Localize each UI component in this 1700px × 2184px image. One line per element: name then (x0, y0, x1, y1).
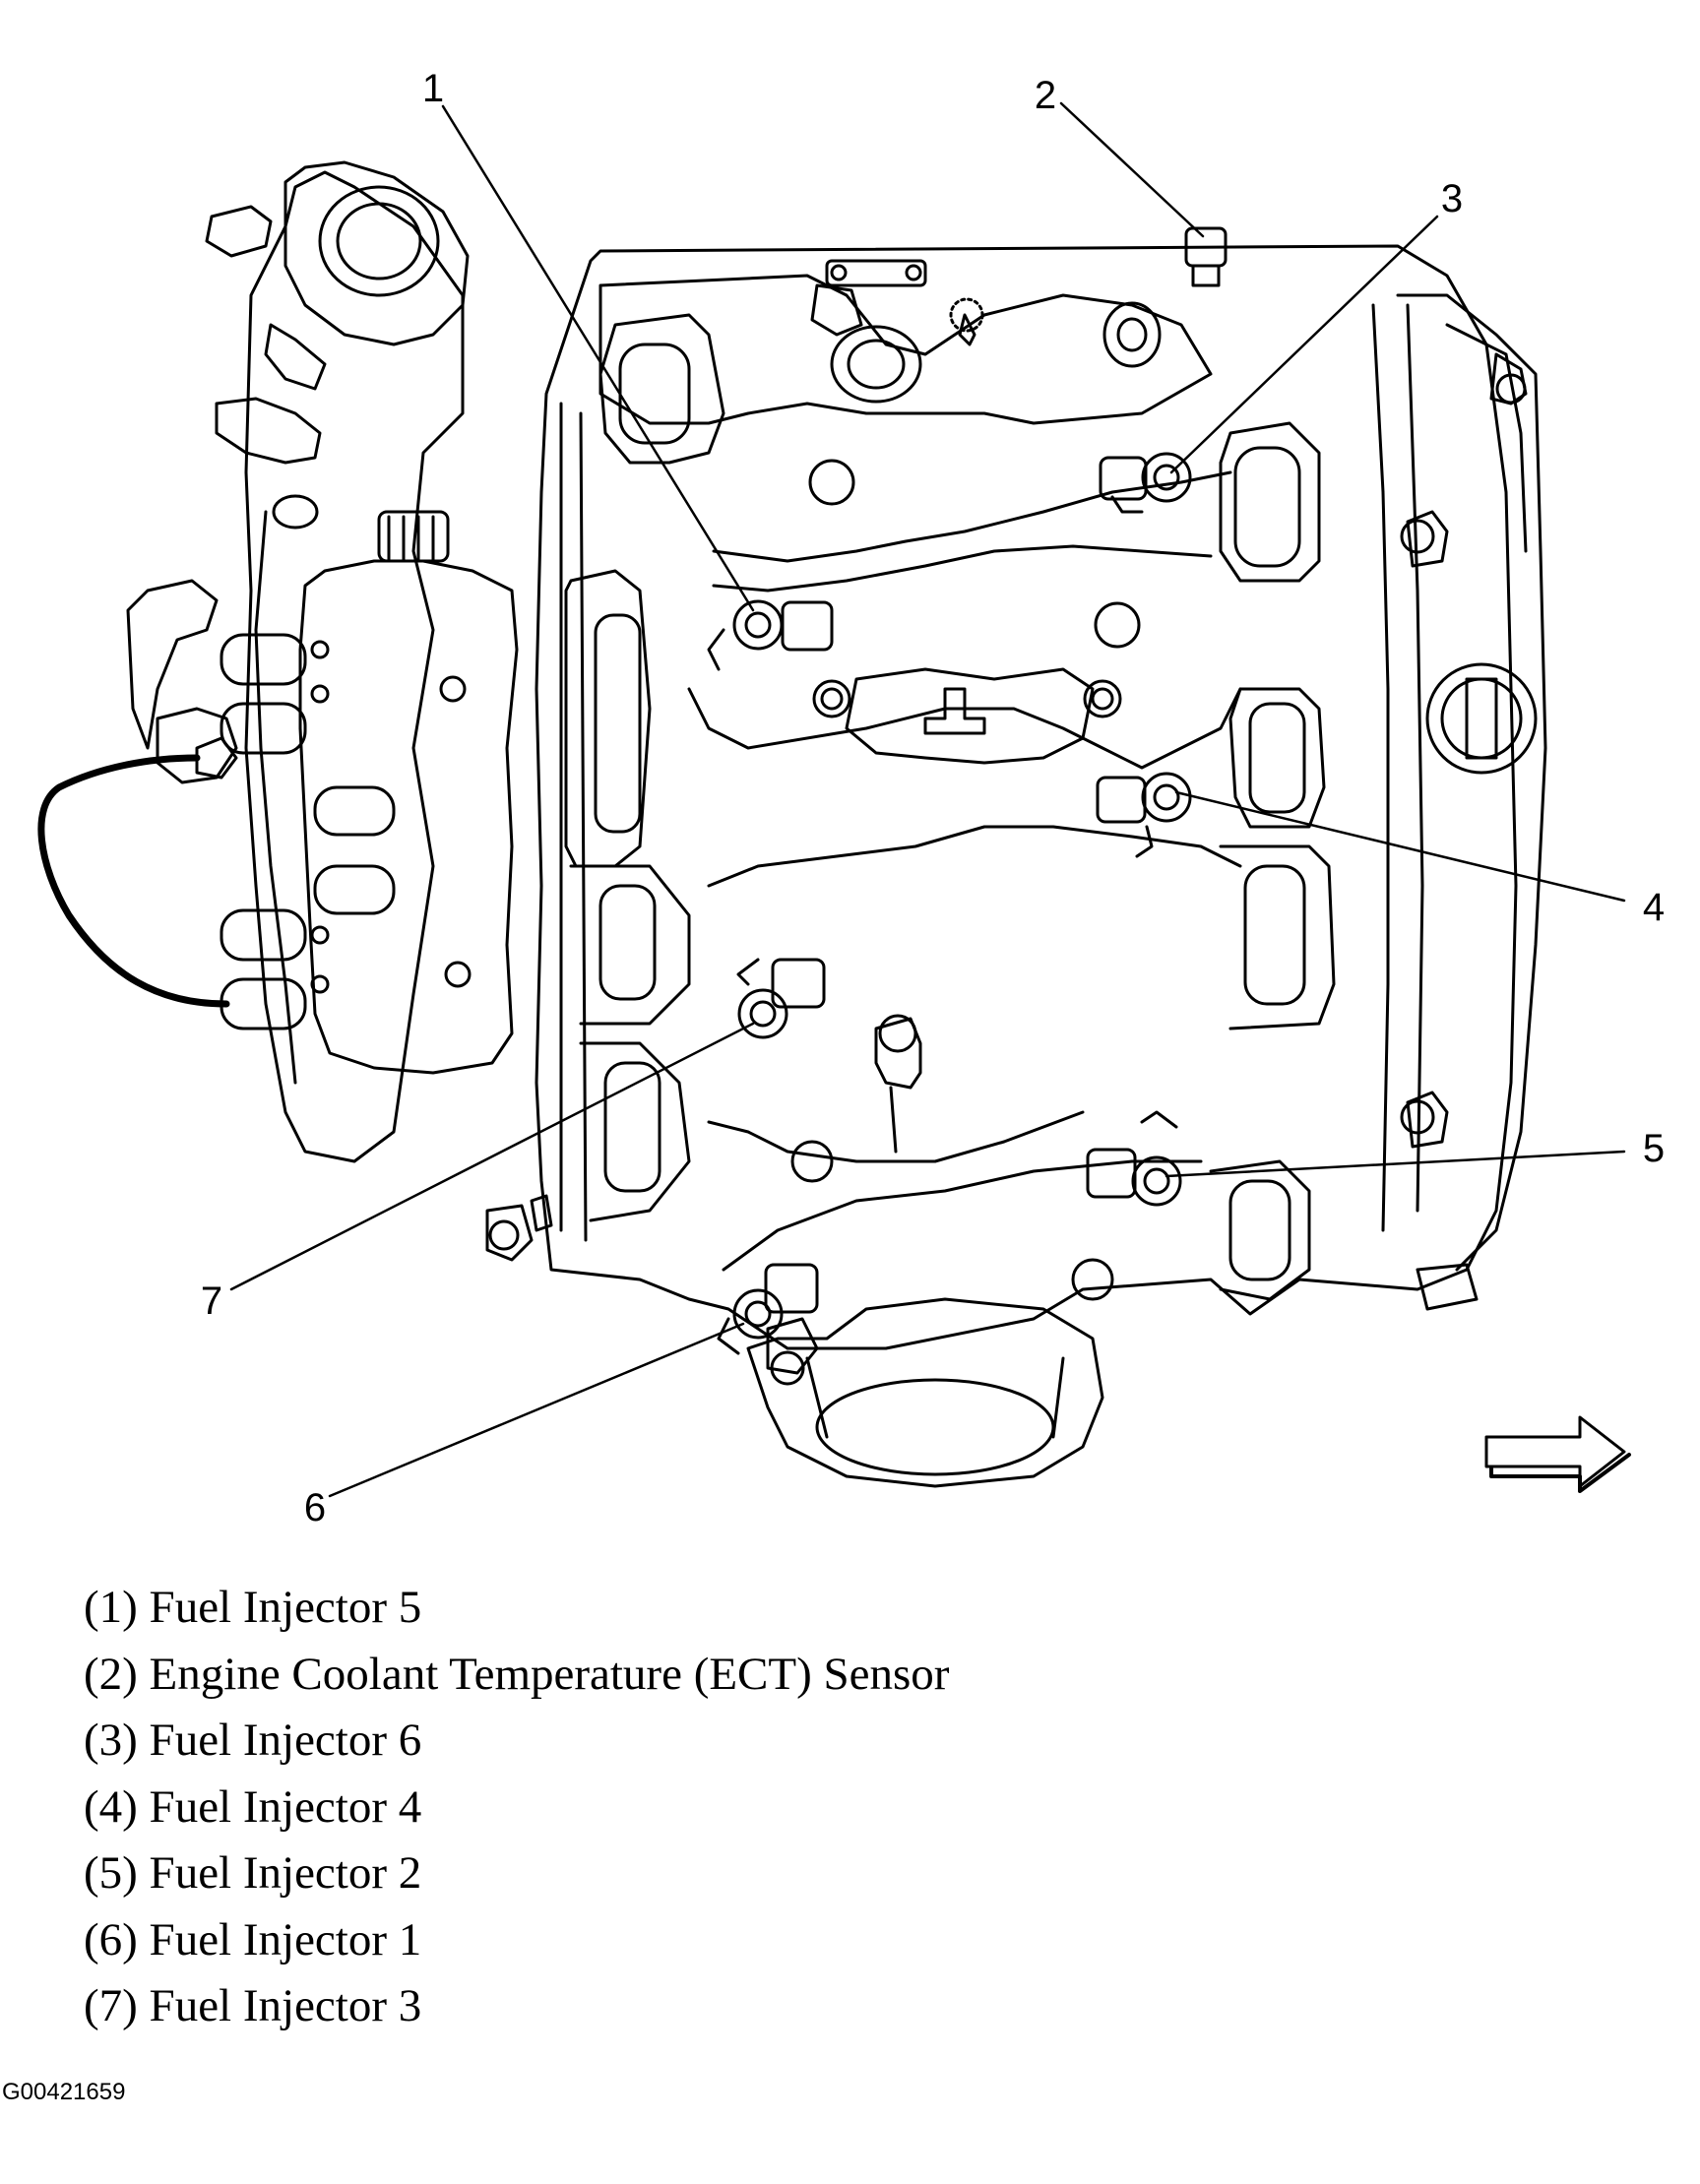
engine-diagram: 1 2 3 4 5 6 7 (37, 67, 1665, 1529)
ect-sensor (1184, 226, 1228, 287)
callout-2: 2 (1035, 74, 1056, 117)
left-cylinder-head (244, 170, 465, 1163)
callouts: 1 2 3 4 5 6 7 (201, 67, 1665, 1529)
legend-item-1: (1) Fuel Injector 5 (84, 1582, 422, 1633)
callout-7: 7 (201, 1279, 222, 1323)
fuel-injector-5 (707, 599, 834, 671)
leader-line-7 (229, 1022, 755, 1291)
fuel-injectors (707, 452, 1192, 1355)
valve-block (298, 559, 519, 1075)
leader-line-3 (1169, 215, 1439, 474)
center-gasket (845, 667, 1095, 765)
sensor-wire (37, 754, 230, 1008)
front-cover (746, 1297, 1104, 1488)
fuel-injector-4 (1096, 772, 1192, 858)
intake-manifold-frame (535, 244, 1518, 1350)
fuel-injector-1 (717, 1263, 819, 1355)
legend-item-2: (2) Engine Coolant Temperature (ECT) Sen… (84, 1648, 950, 1700)
callout-5: 5 (1643, 1127, 1665, 1170)
fuel-injector-6 (1099, 452, 1192, 514)
leader-line-1 (441, 104, 755, 612)
callout-3: 3 (1441, 177, 1463, 220)
legend: (1) Fuel Injector 5 (2) Engine Coolant T… (84, 1575, 949, 2040)
legend-item-7: (7) Fuel Injector 3 (84, 1980, 422, 2031)
legend-item-5: (5) Fuel Injector 2 (84, 1847, 422, 1899)
leader-line-5 (1165, 1150, 1626, 1178)
water-outlet (283, 160, 470, 346)
arrow-right-icon (1484, 1415, 1631, 1493)
manifold-runners (564, 313, 1336, 1301)
legend-item-3: (3) Fuel Injector 6 (84, 1715, 422, 1766)
figure-id: G00421659 (2, 2079, 126, 2105)
fuel-injector-3 (736, 958, 826, 1039)
leader-line-2 (1059, 101, 1205, 238)
legend-item-4: (4) Fuel Injector 4 (84, 1780, 422, 1833)
callout-4: 4 (1643, 886, 1665, 929)
engine-assembly (37, 160, 1547, 1488)
right-cylinder-head (1396, 293, 1547, 1272)
leader-line-6 (328, 1322, 745, 1498)
leader-line-4 (1174, 790, 1626, 903)
upper-plenum (598, 274, 1213, 425)
fuel-injector-2 (1086, 1110, 1182, 1207)
callout-6: 6 (304, 1486, 326, 1529)
callout-1: 1 (422, 67, 444, 110)
solenoid-ports (220, 633, 396, 1030)
legend-item-6: (6) Fuel Injector 1 (84, 1913, 422, 1966)
leader-lines (229, 101, 1626, 1498)
